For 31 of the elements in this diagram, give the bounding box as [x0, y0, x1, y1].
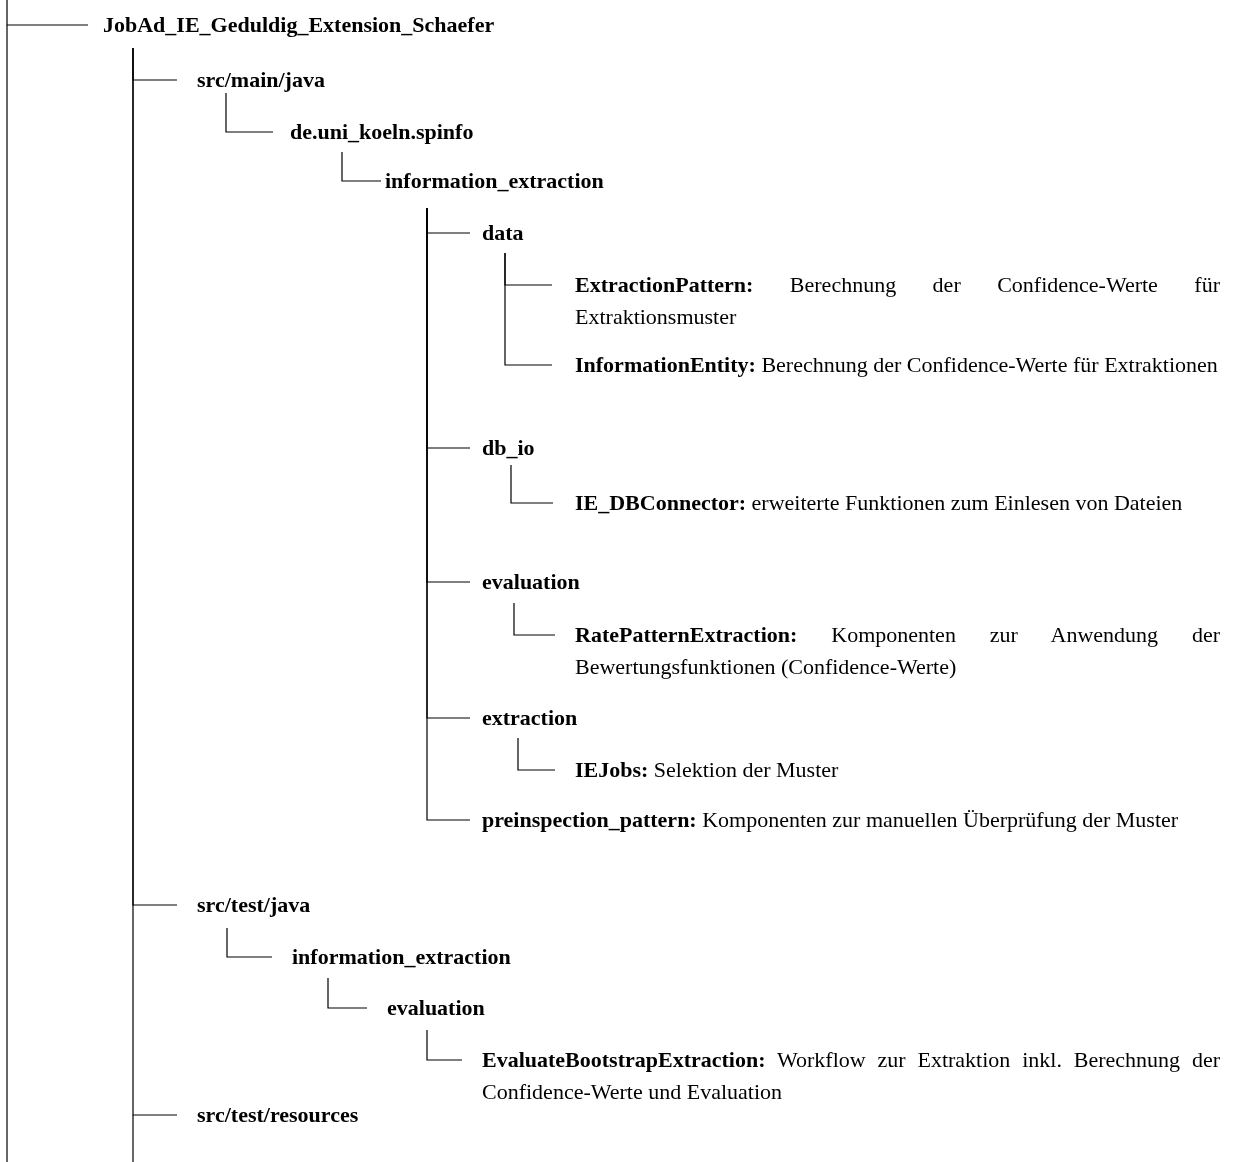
tree-connector	[341, 151, 382, 182]
tree-connector	[426, 1029, 463, 1061]
tree-connector	[225, 92, 274, 133]
class-description: IE_DBConnector: erweiterte Funktionen zum Einlesen von Dateien	[553, 487, 1220, 519]
folder-label: evaluation	[470, 566, 580, 598]
class-description: EvaluateBootstrapExtraction: Workflow zur Extraktion inkl. Berechnung der Confidence-Werte und Evaluation	[462, 1044, 1220, 1108]
folder-label: JobAd_IE_Geduldig_Extension_Schaefer	[88, 9, 495, 41]
folder-label: data	[470, 217, 524, 249]
folder-label: de.uni_koeln.spinfo	[273, 116, 474, 148]
tree-connector	[327, 977, 368, 1009]
tree-connector	[132, 47, 178, 1116]
folder-label: db_io	[470, 432, 535, 464]
folder-label: extraction	[470, 702, 578, 734]
tree-connector	[6, 0, 89, 26]
class-description: preinspection_pattern: Komponenten zur manuellen Überprüfung der Muster	[470, 804, 1220, 836]
folder-label: src/test/resources	[177, 1099, 359, 1131]
folder-label: src/main/java	[177, 64, 325, 96]
tree-connector	[517, 737, 556, 771]
class-description: IEJobs: Selektion der Muster	[555, 754, 839, 786]
class-description: ExtractionPattern: Berechnung der Confidence-Werte für Extraktionsmuster	[552, 269, 1220, 333]
tree-connector	[226, 927, 273, 958]
tree-connector	[504, 252, 553, 366]
class-description: RatePatternExtraction: Komponenten zur Anwendung der Bewertungsfunktionen (Confidence-Werte)	[555, 619, 1220, 683]
class-description: InformationEntity: Berechnung der Confidence-Werte für Extraktionen	[552, 349, 1220, 381]
folder-label: src/test/java	[177, 889, 311, 921]
folder-label: evaluation	[367, 992, 485, 1024]
tree-connector	[513, 602, 556, 636]
tree-connector	[426, 207, 471, 821]
folder-label: information_extraction	[272, 941, 511, 973]
tree-connector	[510, 464, 554, 504]
folder-label: information_extraction	[381, 165, 604, 197]
